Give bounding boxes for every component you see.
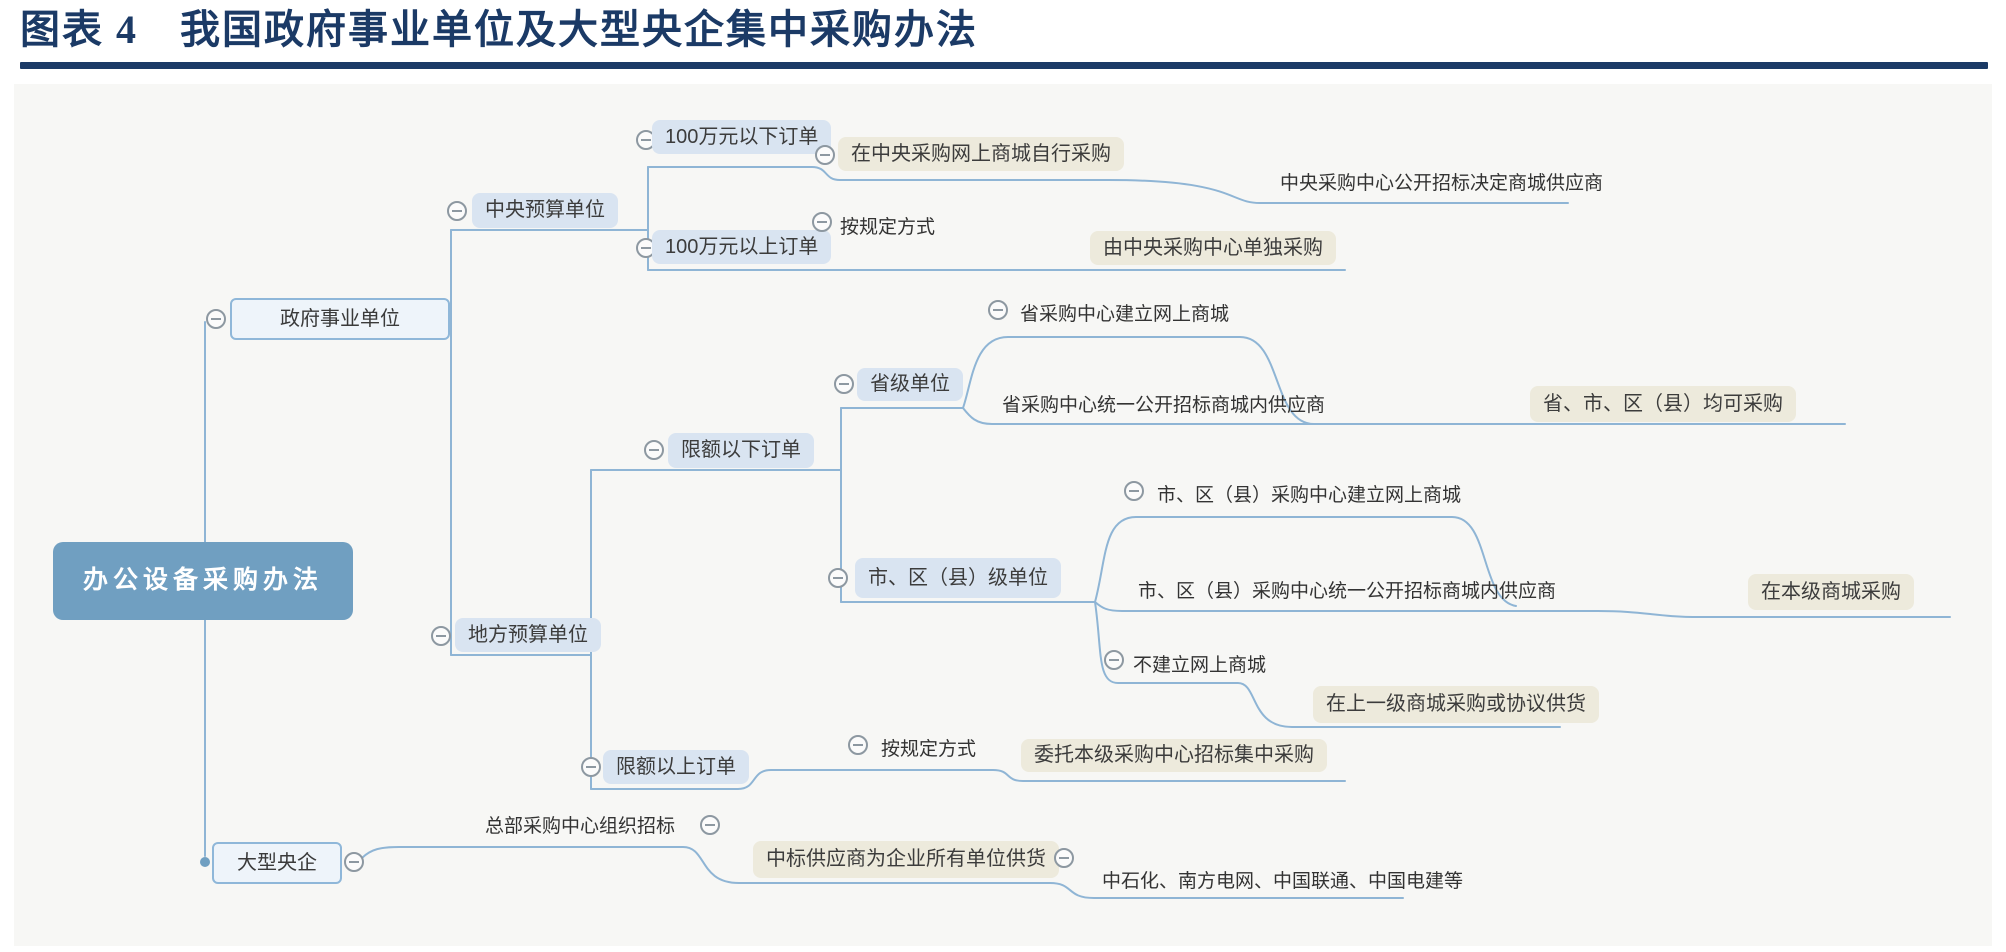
collapse-icon-province[interactable] <box>834 374 854 394</box>
node-city-county-unit[interactable]: 市、区（县）级单位 <box>855 558 1061 598</box>
collapse-icon-city-county[interactable] <box>828 568 848 588</box>
collapse-icon-method-1[interactable] <box>812 212 832 232</box>
node-city-result[interactable]: 在本级商城采购 <box>1748 574 1914 610</box>
node-hq-tender[interactable]: 总部采购中心组织招标 <box>485 816 676 837</box>
node-province-tender[interactable]: 省采购中心统一公开招标商城内供应商 <box>1002 395 1326 416</box>
node-province-unit[interactable]: 省级单位 <box>857 368 963 401</box>
node-method-2[interactable]: 按规定方式 <box>881 739 977 760</box>
node-city-tender[interactable]: 市、区（县）采购中心统一公开招标商城内供应商 <box>1138 581 1557 602</box>
node-province-build-mall[interactable]: 省采购中心建立网上商城 <box>1020 304 1230 325</box>
node-method-1[interactable]: 按规定方式 <box>840 217 936 238</box>
collapse-icon-below-quota[interactable] <box>644 440 664 460</box>
collapse-icon-no-mall[interactable] <box>1104 650 1124 670</box>
collapse-icon-local-budget[interactable] <box>431 626 451 646</box>
collapse-icon-government[interactable] <box>206 309 226 329</box>
node-below-quota[interactable]: 限额以下订单 <box>668 433 814 468</box>
collapse-icon-below-1m[interactable] <box>636 130 656 150</box>
node-government[interactable]: 政府事业单位 <box>230 298 450 340</box>
node-city-build-mall[interactable]: 市、区（县）采购中心建立网上商城 <box>1157 485 1462 506</box>
collapse-icon-central-soe[interactable] <box>344 852 364 872</box>
node-no-mall[interactable]: 不建立网上商城 <box>1133 655 1267 676</box>
node-delegate-purchase[interactable]: 委托本级采购中心招标集中采购 <box>1021 739 1327 772</box>
node-province-result[interactable]: 省、市、区（县）均可采购 <box>1530 386 1796 422</box>
node-soe-examples[interactable]: 中石化、南方电网、中国联通、中国电建等 <box>1102 871 1464 892</box>
collapse-icon-self-purchase[interactable] <box>815 145 835 165</box>
node-central-tender-note[interactable]: 中央采购中心公开招标决定商城供应商 <box>1280 173 1604 194</box>
node-central-solo-purchase[interactable]: 由中央采购中心单独采购 <box>1090 231 1336 265</box>
node-central-budget[interactable]: 中央预算单位 <box>472 193 618 228</box>
branch-dot <box>200 857 210 867</box>
collapse-icon-above-quota[interactable] <box>581 757 601 777</box>
node-local-budget[interactable]: 地方预算单位 <box>455 618 601 652</box>
collapse-icon-province-mall[interactable] <box>988 300 1008 320</box>
node-order-below-1m[interactable]: 100万元以下订单 <box>652 120 832 154</box>
node-central-soe[interactable]: 大型央企 <box>212 842 342 884</box>
collapse-icon-winner-supply[interactable] <box>1054 848 1074 868</box>
mindmap-canvas <box>14 84 1992 946</box>
figure-title: 图表 4 我国政府事业单位及大型央企集中采购办法 <box>20 7 978 52</box>
node-above-quota[interactable]: 限额以上订单 <box>603 750 749 784</box>
node-root[interactable]: 办公设备采购办法 <box>53 542 353 620</box>
collapse-icon-central-budget[interactable] <box>447 201 467 221</box>
collapse-icon-method-2[interactable] <box>848 735 868 755</box>
collapse-icon-city-mall[interactable] <box>1124 481 1144 501</box>
node-self-purchase[interactable]: 在中央采购网上商城自行采购 <box>838 137 1124 171</box>
collapse-icon-hq-tender[interactable] <box>700 815 720 835</box>
title-divider <box>20 62 1988 69</box>
node-order-above-1m[interactable]: 100万元以上订单 <box>652 230 832 264</box>
node-no-mall-result[interactable]: 在上一级商城采购或协议供货 <box>1313 686 1599 723</box>
node-winner-supply[interactable]: 中标供应商为企业所有单位供货 <box>753 841 1059 878</box>
